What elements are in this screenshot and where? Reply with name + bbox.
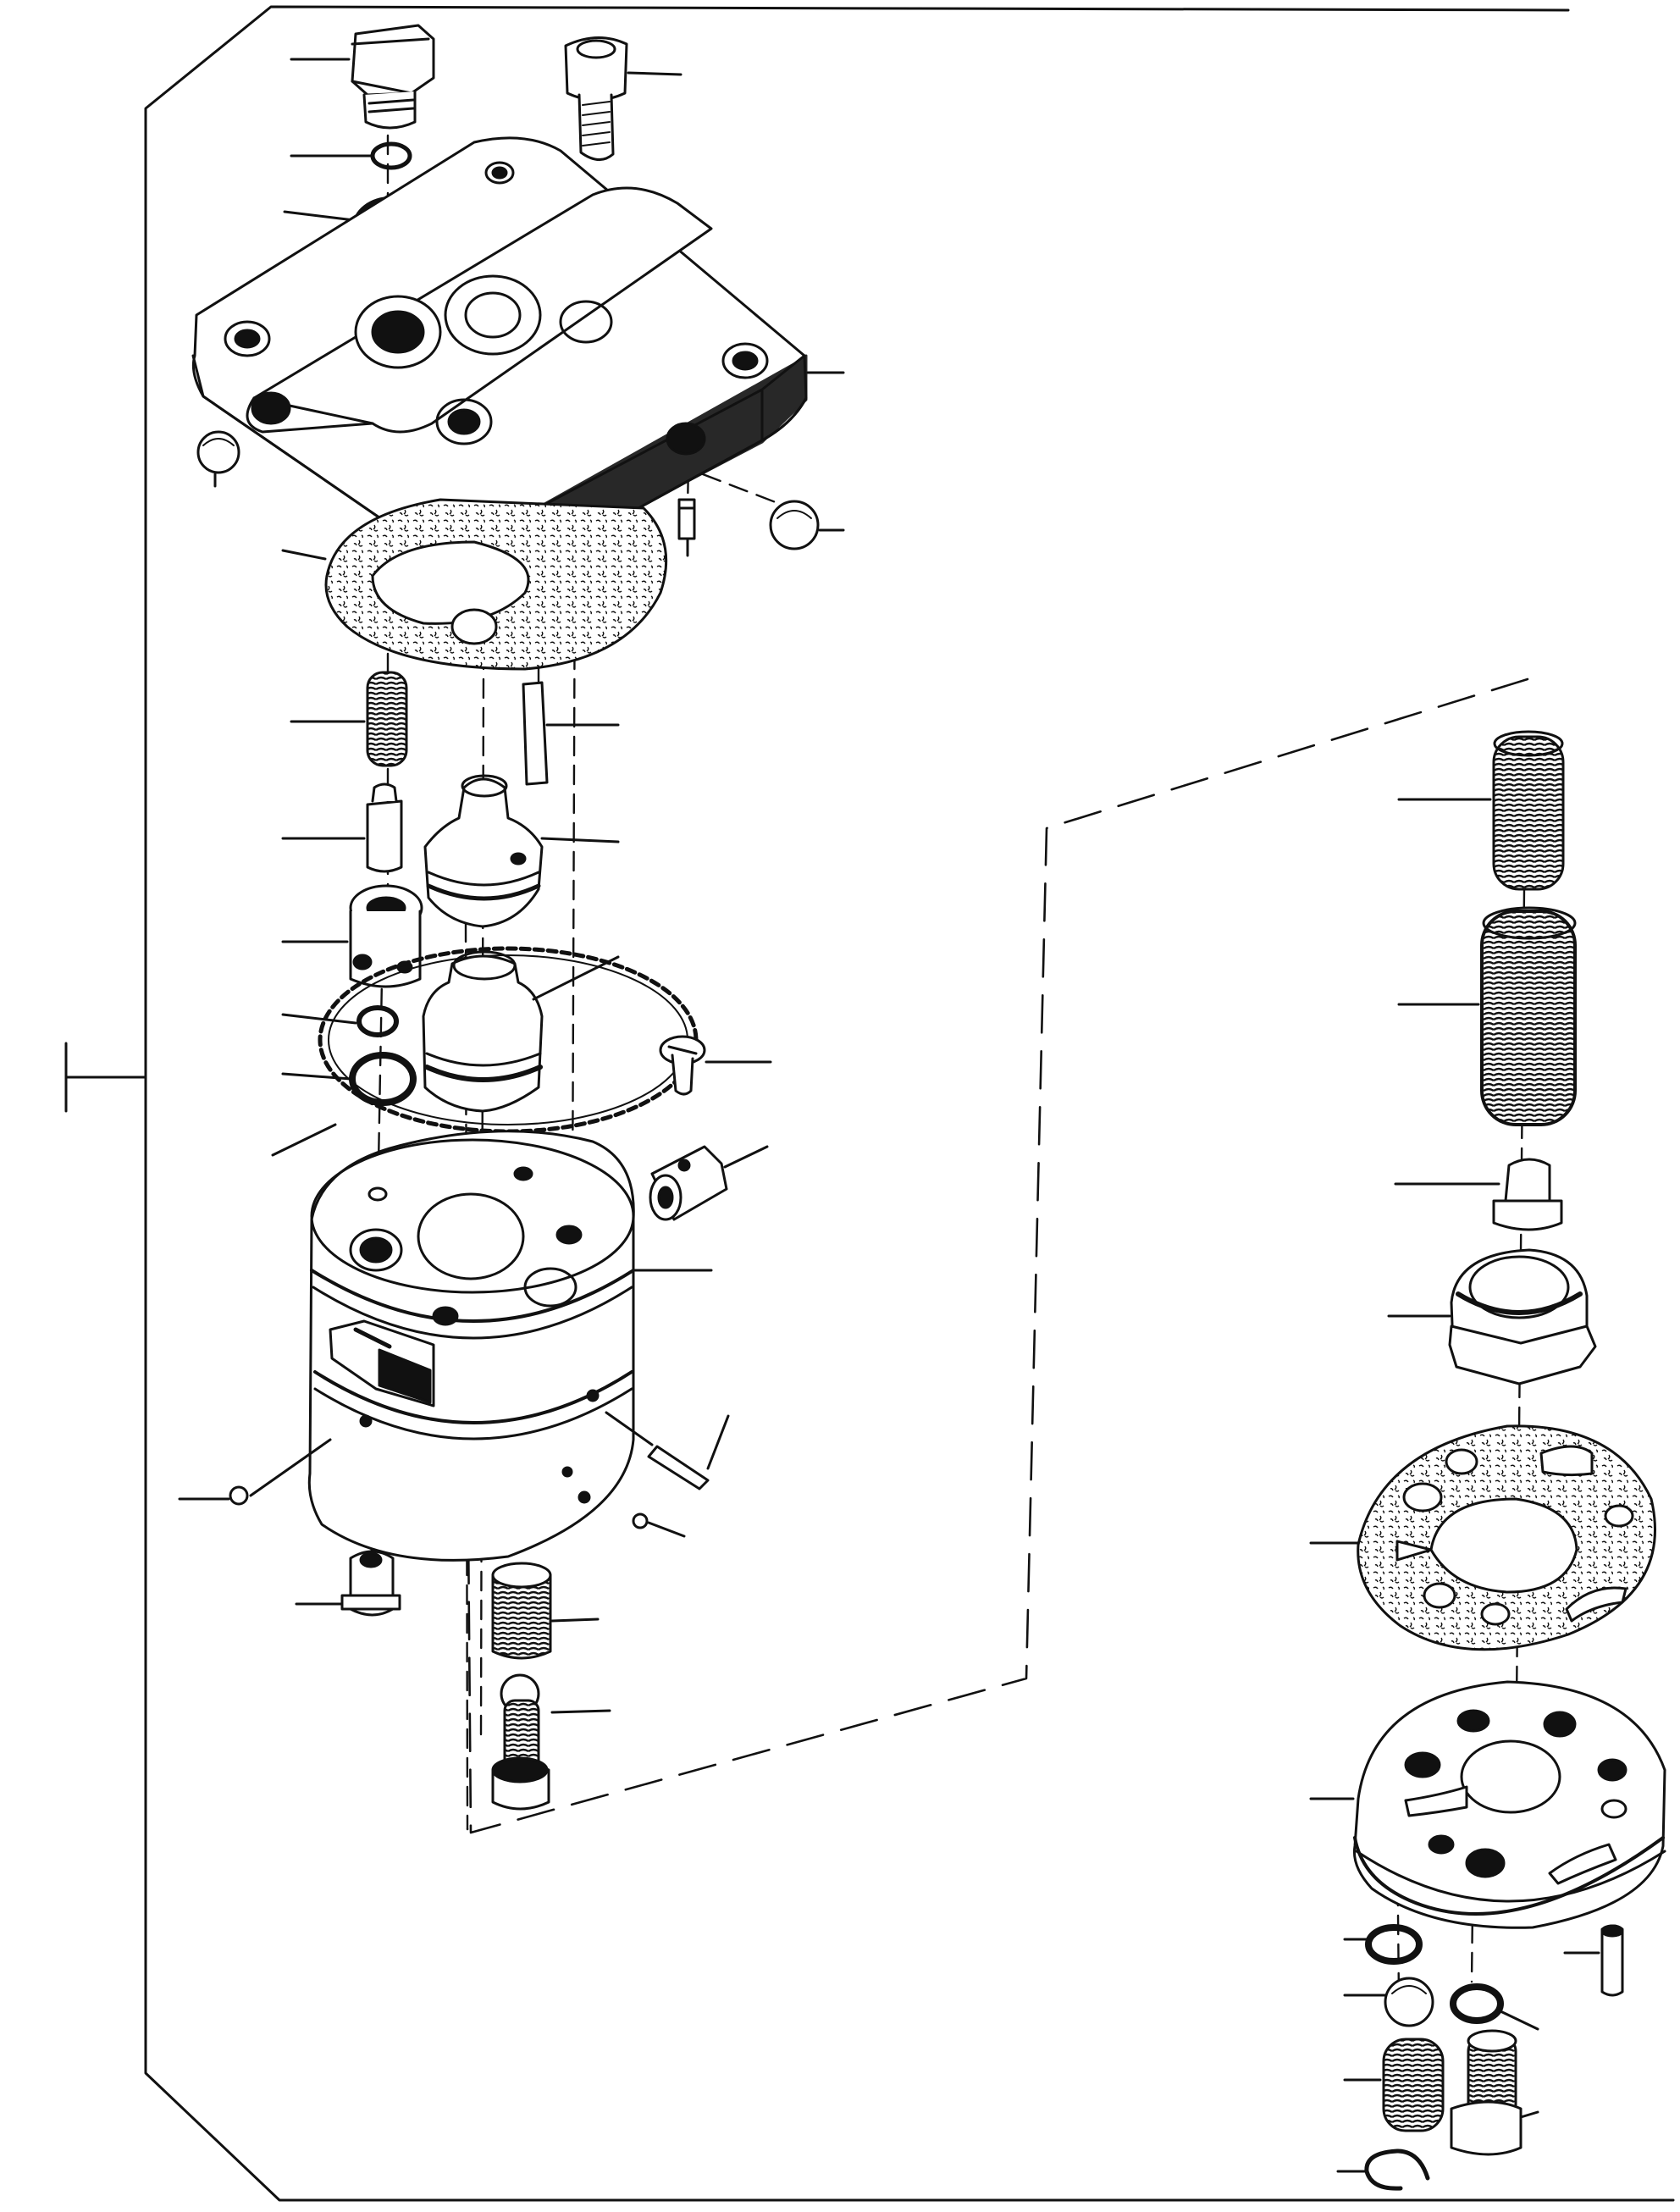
- ball-body-right: [632, 1512, 686, 1538]
- ball-sub: [1343, 1977, 1434, 2027]
- connector-line: [464, 677, 1529, 1834]
- spring-plug-bottom: [491, 1562, 600, 1660]
- piston-housing: [422, 950, 620, 1113]
- spring-small: [1397, 730, 1565, 891]
- washer-sub: [1343, 1924, 1423, 1965]
- plug-bottom: [295, 1550, 401, 1617]
- ball-body-left: [178, 1438, 332, 1506]
- dowel-pin-mid: [522, 681, 620, 786]
- spring-left: [290, 671, 408, 767]
- valve-pin: [281, 782, 403, 873]
- dowel-pin-sub: [1563, 1924, 1624, 1997]
- plug-screw-top: [290, 24, 435, 130]
- o-ring-sub: [1450, 1983, 1539, 2031]
- gasket-sub: [1309, 1424, 1656, 1651]
- slotted-screw: [659, 1035, 772, 1096]
- spring-large: [1397, 906, 1577, 1126]
- spring-sub: [1343, 2038, 1445, 2132]
- ball-right: [769, 500, 845, 550]
- threaded-bushing: [1387, 1248, 1597, 1385]
- adjusting-sleeve: [649, 1145, 769, 1221]
- gasket-cover: [281, 498, 668, 671]
- valve-seat-left: [281, 884, 423, 988]
- pump-body: [307, 1130, 713, 1562]
- pin-body: [605, 1411, 730, 1490]
- screw-bottom: [491, 1673, 611, 1811]
- small-washer-top: [290, 141, 412, 170]
- valve-piston: [423, 774, 620, 928]
- valve-plate: [1309, 1680, 1666, 1929]
- ball-left: [196, 430, 240, 488]
- screw-sub: [1450, 2029, 1539, 2156]
- small-ring-a: [281, 1005, 399, 1037]
- snap-ring: [1336, 2148, 1430, 2191]
- small-ring-b: [281, 1052, 417, 1106]
- cap-screw: [564, 36, 682, 161]
- spring-seat: [1394, 1158, 1563, 1231]
- assembly-bracket: [64, 5, 1675, 2202]
- dowel-pin-cover: [677, 498, 696, 557]
